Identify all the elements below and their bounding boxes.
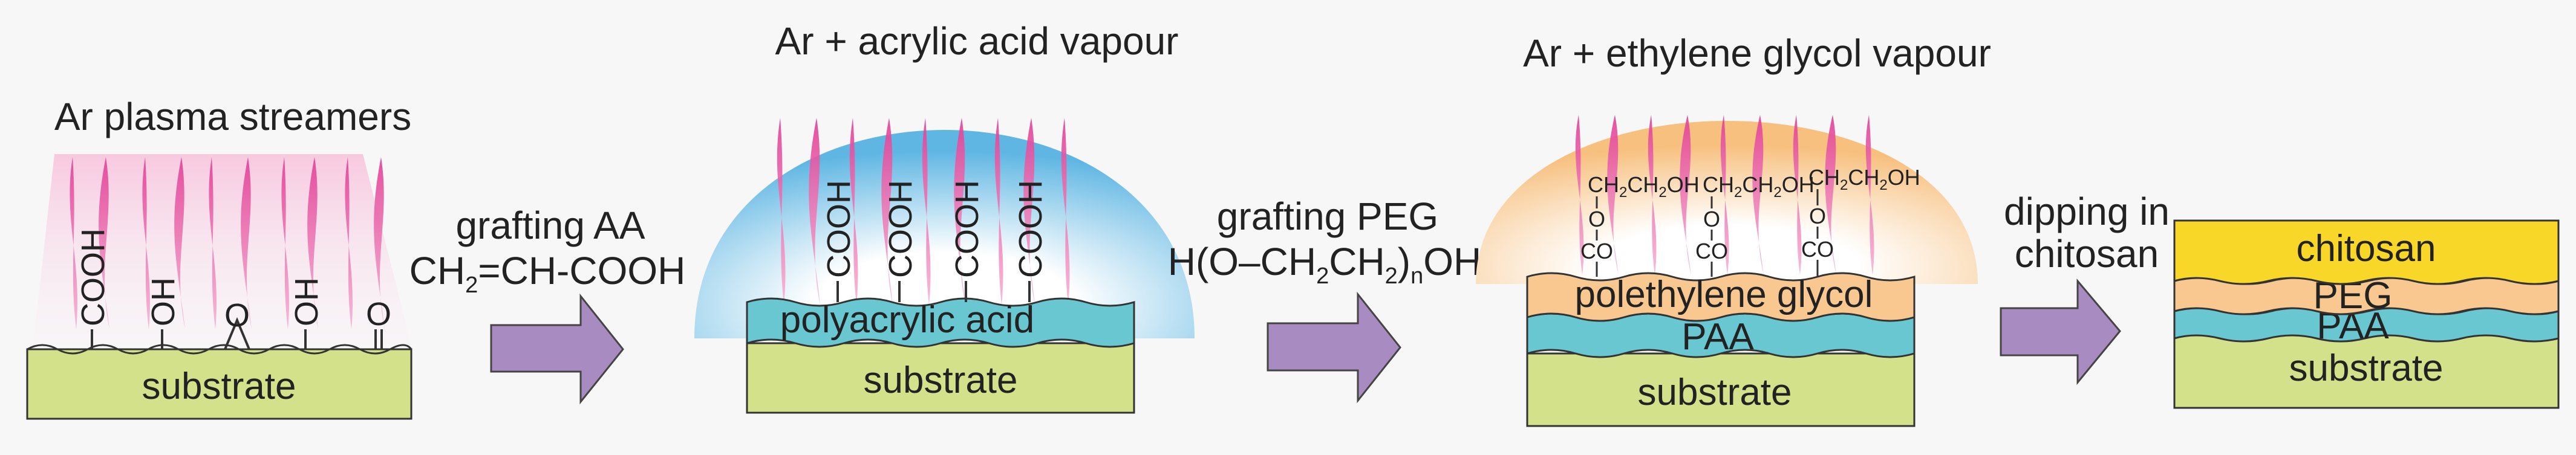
step3-plasma-dome: [1476, 121, 1978, 284]
plasma-streamer: [99, 157, 109, 329]
svg-text:CH2CH2OH: CH2CH2OH: [1703, 172, 1815, 201]
svg-text:COOH: COOH: [882, 180, 919, 278]
svg-text:COOH: COOH: [1012, 180, 1049, 278]
step1-surface-line: [27, 344, 412, 355]
plasma-streamer: [994, 118, 1003, 305]
svg-text:CO: CO: [1695, 239, 1728, 263]
svg-text:COOH: COOH: [949, 180, 985, 278]
step2-substrate-label: substrate: [863, 360, 1017, 401]
arrow2-label: grafting PEG: [1217, 195, 1438, 238]
arrow2-group: grafting PEG H(O–CH2CH2)nOH: [1168, 195, 1482, 404]
step4-substrate-label: substrate: [2289, 347, 2443, 389]
step1-group-cooh: COOH: [75, 228, 111, 349]
arrow1-formula: CH2=CH-COOH: [409, 249, 686, 298]
plasma-streamer: [142, 157, 150, 329]
step3-peg-chain-3: CH2CH2OH O CO: [1801, 165, 1920, 277]
plasma-streamer: [1607, 115, 1619, 275]
arrow3-group: dipping in chitosan: [2000, 190, 2170, 386]
svg-text:O: O: [224, 297, 250, 334]
step1-panel: Ar plasma streamers substrate COOH OH O …: [26, 95, 412, 420]
step2-group-cooh-2: COOH: [882, 180, 919, 302]
plasma-streamer: [1793, 115, 1802, 275]
svg-text:O: O: [1588, 207, 1605, 231]
plasma-streamer: [954, 118, 965, 305]
step4-panel: substrate PAA PEG chitosan: [2173, 219, 2560, 409]
plasma-streamer: [345, 157, 353, 329]
step2-streamers: [777, 118, 1070, 305]
svg-text:O: O: [1809, 204, 1826, 228]
step3-peg-chain-1: CH2CH2OH O CO: [1580, 172, 1700, 277]
step2-substrate: [746, 342, 1135, 414]
plasma-streamer: [281, 157, 289, 329]
arrow1-shape: [490, 293, 624, 405]
plasma-streamer: [1061, 118, 1070, 305]
svg-text:COOH: COOH: [821, 180, 857, 278]
step3-caption: Ar + ethylene glycol vapour: [1523, 31, 1991, 75]
step1-group-oh-1: OH: [145, 277, 181, 349]
plasma-streamer: [1720, 115, 1729, 275]
plasma-streamer: [307, 157, 318, 329]
step1-streamers: [70, 157, 385, 329]
arrow3-label-line1: dipping in: [2004, 190, 2170, 233]
step2-group-cooh-3: COOH: [949, 180, 985, 302]
plasma-streamer: [241, 157, 252, 329]
plasma-streamer: [1865, 115, 1874, 275]
step2-group-cooh-1: COOH: [821, 180, 857, 302]
plasma-streamer: [1023, 118, 1035, 305]
step4-chitosan-layer: [2173, 219, 2560, 285]
svg-text:CO: CO: [1801, 237, 1834, 262]
svg-text:COOH: COOH: [75, 228, 111, 326]
step2-group-cooh-4: COOH: [1012, 180, 1049, 302]
svg-text:OH: OH: [145, 277, 181, 326]
step1-caption: Ar plasma streamers: [54, 95, 411, 138]
step1-substrate: [26, 348, 412, 420]
plasma-streamer: [922, 118, 931, 305]
plasma-streamer: [849, 118, 858, 305]
step3-substrate-label: substrate: [1637, 372, 1792, 413]
step2-paa-layer: [746, 297, 1135, 348]
step3-streamers: [1575, 115, 1874, 275]
step3-peg-chain-2: CH2CH2OH O CO: [1695, 172, 1815, 277]
step3-paa-label: PAA: [1681, 316, 1754, 358]
plasma-streamer: [1752, 115, 1764, 275]
plasma-streamer: [1680, 115, 1691, 275]
step4-substrate: [2173, 328, 2560, 409]
svg-text:CH2CH2OH: CH2CH2OH: [1808, 165, 1920, 193]
step3-panel: Ar + ethylene glycol vapour substrate PA…: [1476, 31, 1991, 427]
step2-panel: Ar + acrylic acid vapour substrate polya…: [694, 19, 1195, 414]
plasma-streamer: [881, 118, 893, 305]
svg-text:O: O: [1703, 207, 1720, 231]
step1-group-epoxide: O: [224, 297, 250, 350]
step1-group-oh-2: OH: [289, 277, 325, 349]
plasma-streamer: [777, 118, 786, 305]
svg-text:CH2CH2OH: CH2CH2OH: [1588, 172, 1700, 201]
svg-text:CO: CO: [1580, 239, 1613, 263]
svg-text:OH: OH: [289, 277, 325, 326]
arrow3-label-line2: chitosan: [2015, 232, 2159, 276]
step2-plasma-dome: [694, 130, 1195, 338]
arrow1-label: grafting AA: [455, 204, 645, 247]
plasma-streamer: [1825, 115, 1836, 275]
step1-substrate-label: substrate: [142, 366, 296, 407]
arrow2-shape: [1267, 291, 1401, 404]
plasma-streamer: [809, 118, 820, 305]
plasma-streamer: [1648, 115, 1657, 275]
svg-text:O: O: [366, 296, 391, 332]
plasma-streamer: [374, 157, 385, 329]
plasma-streamer: [209, 157, 217, 329]
step3-peg-label: polethylene glycol: [1575, 274, 1873, 315]
step1-group-carbonyl: O: [366, 296, 391, 349]
arrow2-formula: H(O–CH2CH2)nOH: [1168, 240, 1482, 289]
arrow1-group: grafting AA CH2=CH-COOH: [409, 204, 686, 405]
step3-substrate: [1526, 352, 1916, 427]
arrow3-shape: [2000, 278, 2121, 386]
step4-chitosan-label: chitosan: [2297, 228, 2436, 269]
step3-peg-layer: [1526, 272, 1916, 322]
step2-paa-label: polyacrylic acid: [780, 299, 1034, 341]
step2-caption: Ar + acrylic acid vapour: [775, 19, 1179, 63]
plasma-streamer: [70, 157, 77, 329]
plasma-streamer: [174, 157, 185, 329]
plasma-streamer: [1575, 115, 1584, 275]
